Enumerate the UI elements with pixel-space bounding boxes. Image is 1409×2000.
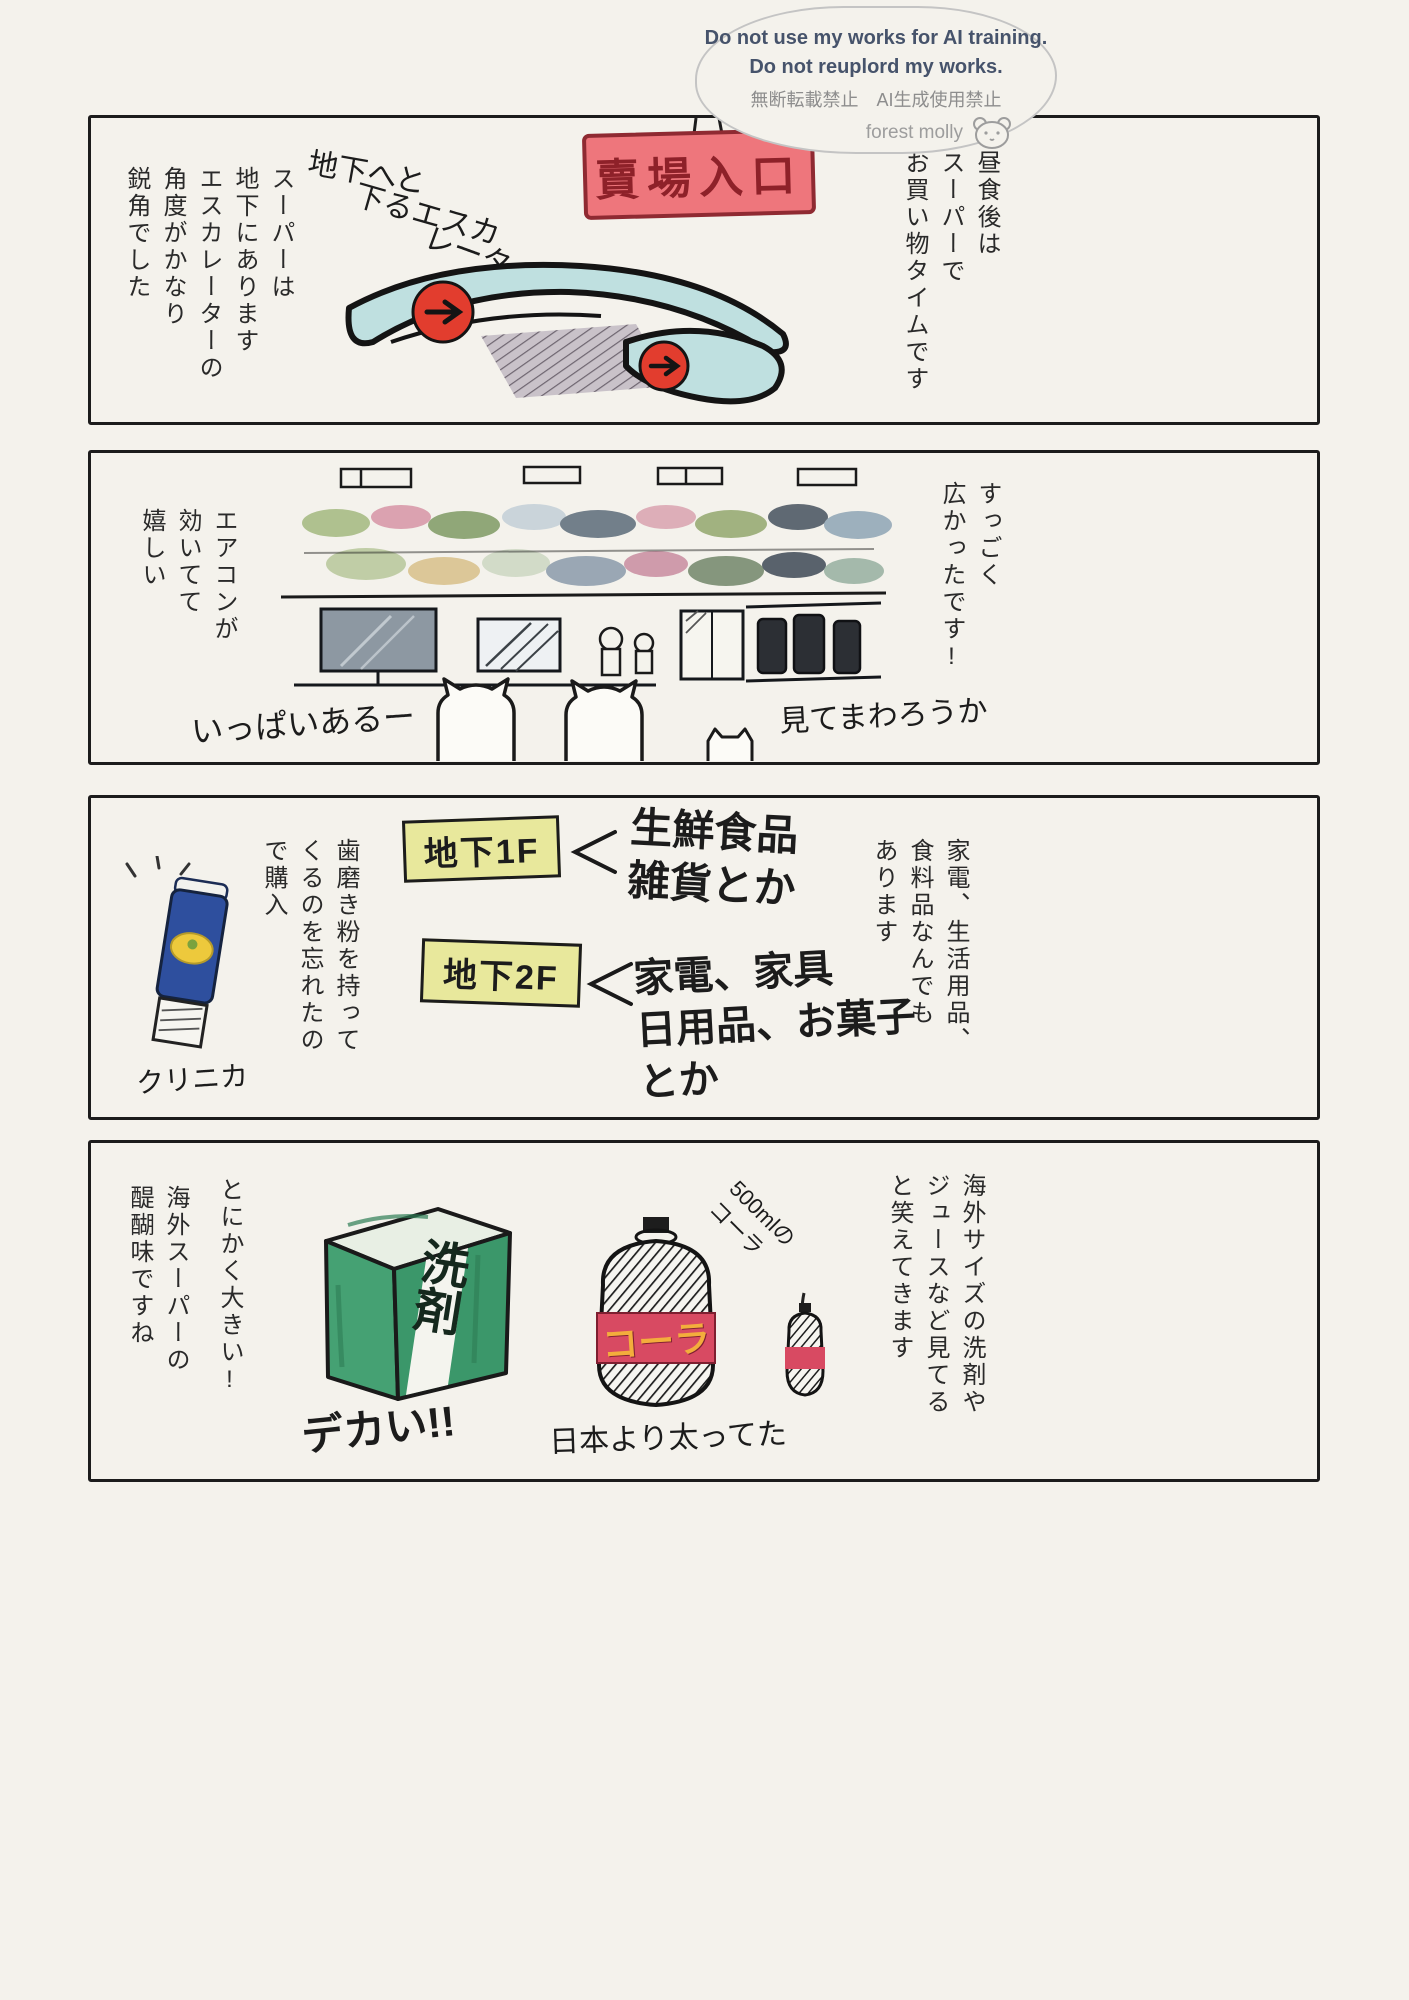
panel2-caption-left: エアコンが 効いてて 嬉しい — [138, 508, 237, 643]
notice-line-1: Do not use my works for AI training. — [704, 27, 1048, 49]
artist-credit: forest molly — [866, 116, 1013, 150]
toothpaste-illustration — [125, 856, 229, 1049]
entrance-sign-label: 賣場入口 — [594, 151, 804, 206]
cat-figures — [436, 677, 754, 761]
tv-display-2 — [476, 617, 562, 673]
panel1-caption-left: スーパーは 地下にあります エスカレーターの 角度がかなり 鋭角でした — [123, 166, 294, 382]
panel-4: 海外サイズの洗剤や ジュースなど見てる と笑えてきます 500mlの コーラ コ — [88, 1140, 1320, 1482]
floor-b1-label: 地下1F — [423, 831, 541, 874]
panel-1: 昼食後は スーパーで お買い物タイムです 賣場入口 地下へと 下るエスカ レータ… — [88, 115, 1320, 425]
floor-b1-note: 生鮮食品 雑貨とか — [626, 803, 800, 912]
floor-b2-note: 家電、家具 日用品、お菓子 とか — [632, 946, 917, 1106]
floor-b1-box: 地下1F — [401, 815, 562, 883]
panel1-caption-right: 昼食後は スーパーで お買い物タイムです — [901, 150, 1000, 393]
shelf-goods-blobs — [302, 504, 892, 586]
escalator-arrow-icon — [411, 280, 475, 344]
artist-name: forest molly — [865, 122, 963, 143]
comparison-note: 日本より太ってた — [548, 1417, 788, 1460]
panel4-caption-right: 海外サイズの洗剤や ジュースなど見てる と笑えてきます — [886, 1173, 985, 1416]
escalator-illustration — [345, 261, 789, 405]
panel2-caption-right: すっごく 広かったです! — [938, 481, 1001, 673]
panel3-caption-left: 歯磨き粉を持って くるのを忘れたの で購入 — [260, 838, 359, 1054]
ceiling-fixtures — [339, 465, 858, 489]
escalator-arrow-icon-2 — [638, 340, 690, 392]
look-around-note: 見てまわろうか — [778, 694, 989, 739]
small-appliances — [598, 626, 655, 677]
cola-bottle-label: コーラ — [600, 1317, 712, 1366]
panel3-caption-right: 家電、生活用品、 食料品なんでも あります — [870, 838, 969, 1054]
copyright-notice: Do not use my works for AI training. Do … — [695, 6, 1057, 154]
panel4-caption-left-2: 海外スーパーの 醍醐味ですね — [126, 1185, 189, 1374]
bear-face-icon — [973, 117, 1011, 149]
detergent-box-label: 洗剤 — [402, 1234, 471, 1338]
store-interior-illustration — [280, 465, 892, 761]
panel-2: すっごく 広かったです! エアコンが 効いてて 嬉しい いっぱいあるー 見てまわ… — [88, 450, 1320, 765]
notice-line-3: 無断転載禁止 AI生成使用禁止 — [750, 90, 1002, 110]
floor-b2-label: 地下2F — [442, 955, 560, 998]
sparkle-lines — [125, 856, 191, 878]
panel-3: 家電、生活用品、 食料品なんでも あります 地下1F 生鮮食品 雑貨とか 地下2… — [88, 795, 1320, 1120]
tv-display — [319, 607, 438, 687]
bottle-shelf — [745, 601, 882, 683]
floor-b2-box: 地下2F — [419, 938, 583, 1008]
small-cola-illustration — [785, 1303, 825, 1397]
appliance-cabinet — [679, 609, 745, 681]
toothpaste-brand-note: クリニカ — [135, 1060, 250, 1099]
floor-b2-chevron — [586, 962, 633, 1006]
big-cola-illustration — [596, 1217, 716, 1408]
panel4-caption-left-1: とにかく大きい! — [216, 1177, 243, 1396]
notice-line-2: Do not reuplord my works. — [749, 56, 1003, 78]
detergent-box-illustration — [324, 1207, 512, 1401]
floor-b1-chevron — [570, 830, 617, 874]
